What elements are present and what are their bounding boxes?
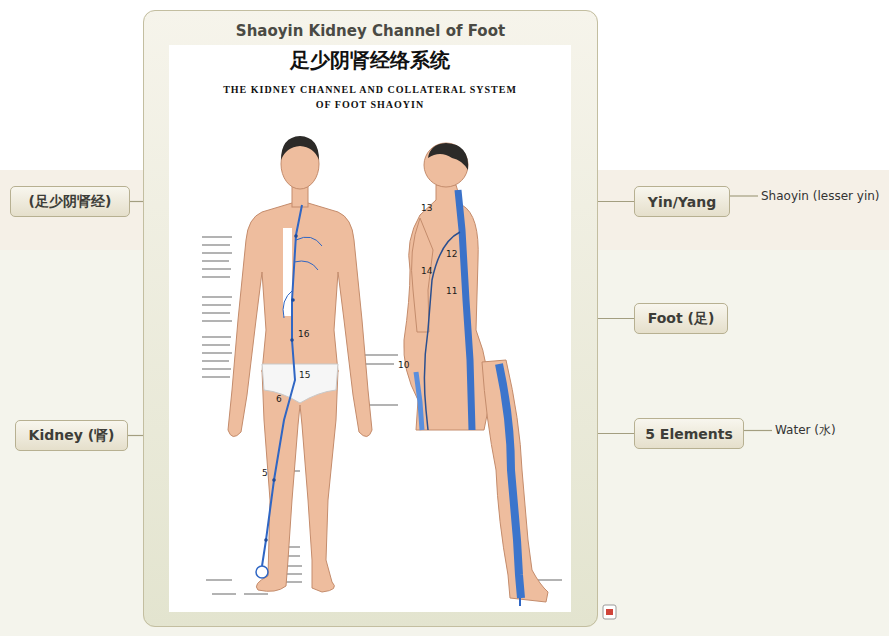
- topic-box: Foot (足): [634, 303, 728, 334]
- node-text: Foot (足): [648, 310, 715, 328]
- callout-number: 14: [421, 266, 432, 277]
- poster-subtitle: THE KIDNEY CHANNEL AND COLLATERAL SYSTEM…: [220, 82, 520, 112]
- callout-number: 5: [262, 468, 268, 479]
- poster-illustration: [169, 45, 571, 612]
- subtopic-text: Water (水): [772, 422, 839, 439]
- callout-number: 10: [398, 360, 409, 371]
- topic-box: Kidney (肾): [15, 420, 128, 451]
- connector-line: [744, 430, 772, 431]
- node-text: Water (水): [775, 422, 836, 439]
- node-text: (足少阴肾经): [29, 193, 112, 211]
- callout-number: 12: [446, 249, 457, 260]
- callout-number: 15: [299, 370, 310, 381]
- connector-line: [598, 318, 634, 319]
- node-text: Shaoyin (lesser yin): [761, 189, 880, 203]
- connector-line: [598, 433, 634, 434]
- callout-number: 13: [421, 203, 432, 214]
- connector-line: [730, 195, 758, 196]
- panel-fill: [143, 10, 598, 627]
- callout-number: 16: [298, 329, 309, 340]
- callout-number: 11: [446, 286, 457, 297]
- node-text: Shaoyin Kidney Channel of Foot: [144, 11, 597, 40]
- connector-line: [128, 435, 143, 436]
- node-text: 5 Elements: [645, 426, 733, 442]
- topic-box: 5 Elements: [634, 418, 744, 449]
- callout-number: 6: [276, 394, 282, 405]
- note-icon: [603, 605, 616, 619]
- node-text: Yin/Yang: [648, 194, 716, 210]
- subtopic-text: Shaoyin (lesser yin): [758, 189, 883, 203]
- connector-line: [130, 201, 143, 202]
- node-text: Kidney (肾): [29, 427, 115, 445]
- topic-box: Yin/Yang: [634, 186, 730, 217]
- poster-title: 足少阴肾经络系统: [290, 48, 450, 72]
- connector-line: [598, 201, 634, 202]
- topic-box: (足少阴肾经): [10, 186, 130, 217]
